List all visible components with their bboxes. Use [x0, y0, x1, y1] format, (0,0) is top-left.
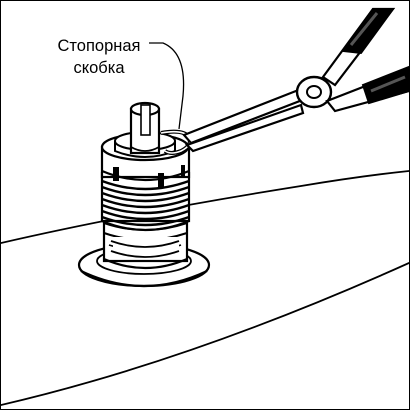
callout-label-line-2: скобка — [73, 59, 125, 77]
needle-nose-pliers — [182, 7, 409, 153]
countertop-surface — [1, 170, 409, 406]
threaded-section — [100, 171, 191, 232]
callout-label-line-1: Стопорная — [57, 37, 141, 55]
cartridge-stem — [129, 101, 161, 155]
callout-leader-line — [149, 42, 185, 130]
